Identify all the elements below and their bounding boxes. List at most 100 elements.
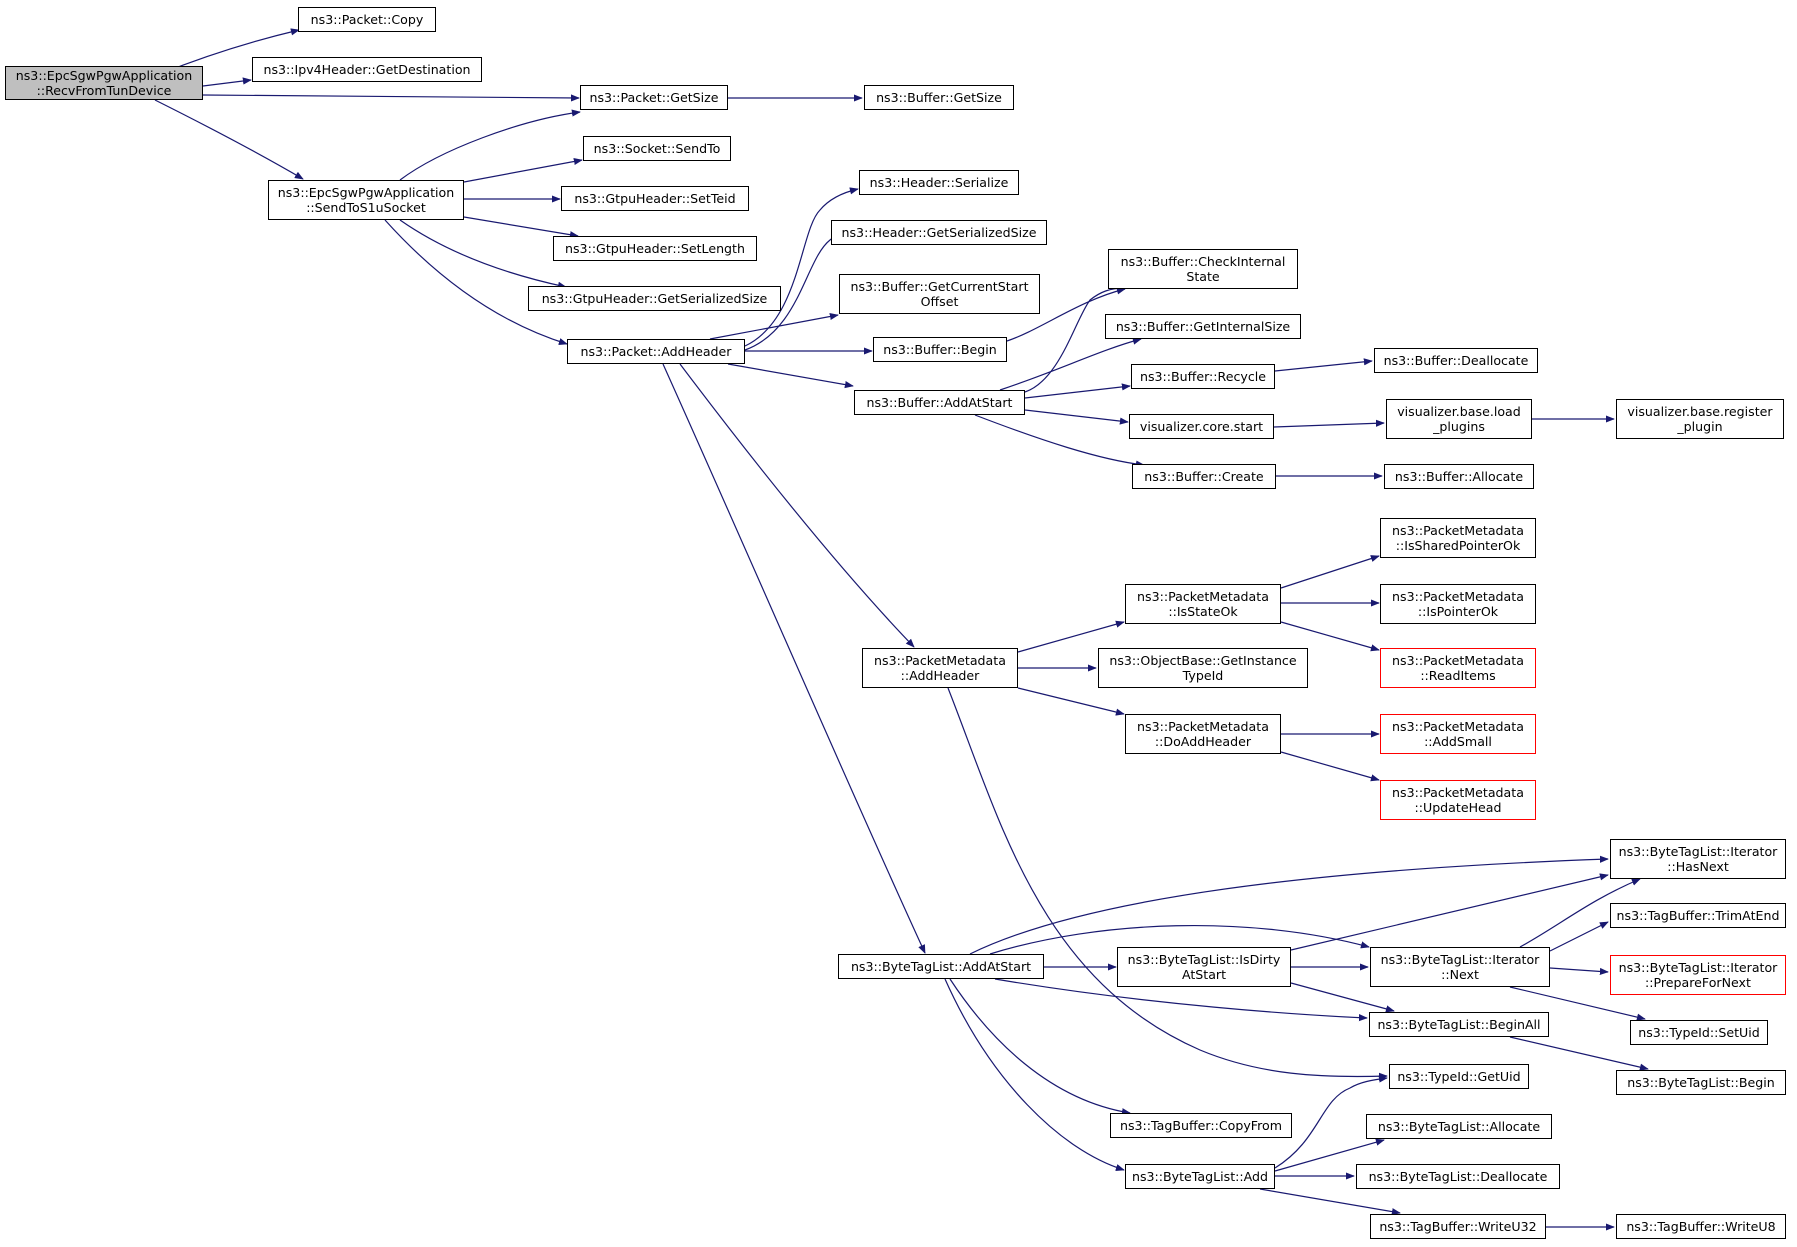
node-label-line: _plugins [1433, 419, 1485, 434]
edge-btl-iterator-next-to-btl-iterator-has-next [1519, 878, 1641, 948]
node-typeid-get-uid[interactable]: ns3::TypeId::GetUid [1389, 1064, 1529, 1089]
node-label-line: visualizer.core.start [1139, 419, 1264, 434]
node-visualizer-core-start[interactable]: visualizer.core.start [1129, 414, 1274, 439]
node-pm-update-head[interactable]: ns3::PacketMetadata::UpdateHead [1380, 780, 1536, 820]
node-btl-deallocate[interactable]: ns3::ByteTagList::Deallocate [1356, 1164, 1560, 1189]
edge-packet-add-header-to-header-serialize [744, 187, 859, 347]
node-gtpu-set-length[interactable]: ns3::GtpuHeader::SetLength [553, 236, 757, 261]
node-pm-read-items[interactable]: ns3::PacketMetadata::ReadItems [1380, 648, 1536, 688]
edge-btl-add-to-btl-allocate [1274, 1138, 1385, 1172]
node-btl-begin-all[interactable]: ns3::ByteTagList::BeginAll [1369, 1012, 1549, 1037]
node-label-line: ns3::ByteTagList::BeginAll [1377, 1017, 1541, 1032]
node-gtpu-set-teid[interactable]: ns3::GtpuHeader::SetTeid [561, 186, 749, 211]
node-label-line: TypeId [1182, 668, 1224, 683]
node-label-line: ns3::ByteTagList::Iterator [1618, 960, 1778, 975]
node-buffer-get-size[interactable]: ns3::Buffer::GetSize [864, 85, 1014, 110]
node-buffer-deallocate[interactable]: ns3::Buffer::Deallocate [1374, 348, 1538, 373]
edge-packet-add-header-to-buffer-get-current-start-offset [709, 312, 839, 340]
node-label-line: ns3::Buffer::AddAtStart [866, 395, 1013, 410]
edge-send-to-s1u-to-gtpu-set-length [463, 216, 579, 239]
edge-btl-is-dirty-at-start-to-btl-begin-all [1290, 982, 1395, 1013]
node-packet-copy[interactable]: ns3::Packet::Copy [298, 7, 436, 32]
node-btl-iterator-prepare-for-next[interactable]: ns3::ByteTagList::Iterator::PrepareForNe… [1610, 955, 1786, 995]
edge-btl-add-at-start-to-btl-iterator-has-next [969, 855, 1609, 955]
node-visualizer-load-plugins[interactable]: visualizer.base.load_plugins [1386, 399, 1532, 439]
edge-buffer-add-at-start-to-visualizer-core-start [1024, 409, 1129, 425]
node-btl-begin[interactable]: ns3::ByteTagList::Begin [1616, 1070, 1786, 1095]
edge-pm-add-header-to-pm-do-add-header [1017, 687, 1125, 716]
node-label-line: ns3::Buffer::Begin [883, 342, 997, 357]
edge-btl-add-to-tagbuffer-write-u32 [1259, 1188, 1401, 1216]
node-label-line: ns3::ByteTagList::Iterator [1618, 844, 1778, 859]
node-btl-add-at-start[interactable]: ns3::ByteTagList::AddAtStart [838, 954, 1044, 979]
node-buffer-create[interactable]: ns3::Buffer::Create [1132, 464, 1276, 489]
node-pm-add-small[interactable]: ns3::PacketMetadata::AddSmall [1380, 714, 1536, 754]
node-ipv4-get-destination[interactable]: ns3::Ipv4Header::GetDestination [252, 57, 482, 82]
node-buffer-add-at-start[interactable]: ns3::Buffer::AddAtStart [854, 390, 1025, 415]
node-buffer-begin[interactable]: ns3::Buffer::Begin [873, 337, 1007, 362]
node-root: ns3::EpcSgwPgwApplication::RecvFromTunDe… [5, 66, 203, 100]
node-pm-is-shared-pointer-ok[interactable]: ns3::PacketMetadata::IsSharedPointerOk [1380, 518, 1536, 558]
node-label-line: ns3::GtpuHeader::SetLength [565, 241, 745, 256]
node-label-line: ns3::TagBuffer::TrimAtEnd [1616, 908, 1780, 923]
edge-btl-begin-all-to-btl-begin [1509, 1036, 1649, 1071]
edge-btl-iterator-next-to-tagbuffer-trim-at-end [1549, 921, 1609, 952]
node-header-serialize[interactable]: ns3::Header::Serialize [859, 170, 1019, 195]
node-header-get-serialized-size[interactable]: ns3::Header::GetSerializedSize [831, 220, 1047, 245]
node-pm-add-header[interactable]: ns3::PacketMetadata::AddHeader [862, 648, 1018, 688]
node-tagbuffer-copy-from[interactable]: ns3::TagBuffer::CopyFrom [1110, 1113, 1292, 1138]
node-label-line: ns3::TypeId::SetUid [1638, 1025, 1760, 1040]
node-buffer-recycle[interactable]: ns3::Buffer::Recycle [1131, 364, 1275, 389]
edge-pm-is-state-ok-to-pm-is-shared-pointer-ok [1280, 555, 1380, 589]
node-tagbuffer-write-u32[interactable]: ns3::TagBuffer::WriteU32 [1370, 1214, 1546, 1239]
node-label-line: ns3::TagBuffer::CopyFrom [1120, 1118, 1282, 1133]
node-tagbuffer-trim-at-end[interactable]: ns3::TagBuffer::TrimAtEnd [1610, 903, 1786, 928]
node-label-line: ns3::Buffer::Recycle [1139, 369, 1266, 384]
edge-pm-is-state-ok-to-pm-read-items [1280, 621, 1380, 652]
node-btl-add[interactable]: ns3::ByteTagList::Add [1125, 1164, 1275, 1189]
node-visualizer-register-plugin[interactable]: visualizer.base.register_plugin [1616, 399, 1784, 439]
edge-btl-add-at-start-to-btl-add [944, 978, 1125, 1172]
edge-buffer-add-at-start-to-buffer-check-internal-state [1024, 284, 1126, 393]
node-gtpu-get-serialized-size[interactable]: ns3::GtpuHeader::GetSerializedSize [528, 286, 781, 311]
node-buffer-get-internal-size[interactable]: ns3::Buffer::GetInternalSize [1105, 314, 1301, 339]
node-pm-do-add-header[interactable]: ns3::PacketMetadata::DoAddHeader [1125, 714, 1281, 754]
node-buffer-allocate[interactable]: ns3::Buffer::Allocate [1384, 464, 1534, 489]
node-label-line: ::ReadItems [1420, 668, 1496, 683]
edge-buffer-begin-to-buffer-check-internal-state [1006, 287, 1126, 342]
node-label-line: ns3::PacketMetadata [1137, 719, 1269, 734]
node-btl-allocate[interactable]: ns3::ByteTagList::Allocate [1366, 1114, 1552, 1139]
edge-root-to-packet-get-size [202, 94, 580, 102]
edge-pm-add-header-to-typeid-get-uid [947, 687, 1388, 1080]
edge-buffer-recycle-to-buffer-deallocate [1274, 358, 1373, 372]
node-label-line: ns3::ByteTagList::AddAtStart [850, 959, 1032, 974]
node-label-line: ::UpdateHead [1414, 800, 1502, 815]
node-tagbuffer-write-u8[interactable]: ns3::TagBuffer::WriteU8 [1616, 1214, 1786, 1239]
node-label-line: ::IsStateOk [1168, 604, 1238, 619]
node-pm-is-state-ok[interactable]: ns3::PacketMetadata::IsStateOk [1125, 584, 1281, 624]
node-label-line: ns3::Buffer::Allocate [1394, 469, 1524, 484]
node-btl-iterator-has-next[interactable]: ns3::ByteTagList::Iterator::HasNext [1610, 839, 1786, 879]
node-socket-send-to[interactable]: ns3::Socket::SendTo [583, 136, 731, 161]
node-send-to-s1u[interactable]: ns3::EpcSgwPgwApplication::SendToS1uSock… [268, 180, 464, 220]
node-label-line: ::AddHeader [900, 668, 980, 683]
node-packet-add-header[interactable]: ns3::Packet::AddHeader [567, 339, 745, 364]
edge-root-to-ipv4-get-destination [202, 77, 252, 87]
node-typeid-set-uid[interactable]: ns3::TypeId::SetUid [1630, 1020, 1768, 1045]
node-label-line: ::PrepareForNext [1645, 975, 1751, 990]
edge-visualizer-core-start-to-visualizer-load-plugins [1273, 419, 1385, 428]
node-label-line: ns3::ByteTagList::Allocate [1377, 1119, 1541, 1134]
node-label-line: ns3::ByteTagList::IsDirty [1127, 952, 1281, 967]
edge-pm-do-add-header-to-pm-update-head [1280, 751, 1380, 782]
node-packet-get-size[interactable]: ns3::Packet::GetSize [580, 85, 728, 110]
node-label-line: ns3::TagBuffer::WriteU32 [1379, 1219, 1537, 1234]
node-pm-is-pointer-ok[interactable]: ns3::PacketMetadata::IsPointerOk [1380, 584, 1536, 624]
node-label-line: ns3::Buffer::Deallocate [1383, 353, 1529, 368]
node-label-line: ns3::PacketMetadata [1392, 523, 1524, 538]
node-btl-iterator-next[interactable]: ns3::ByteTagList::Iterator::Next [1370, 947, 1550, 987]
